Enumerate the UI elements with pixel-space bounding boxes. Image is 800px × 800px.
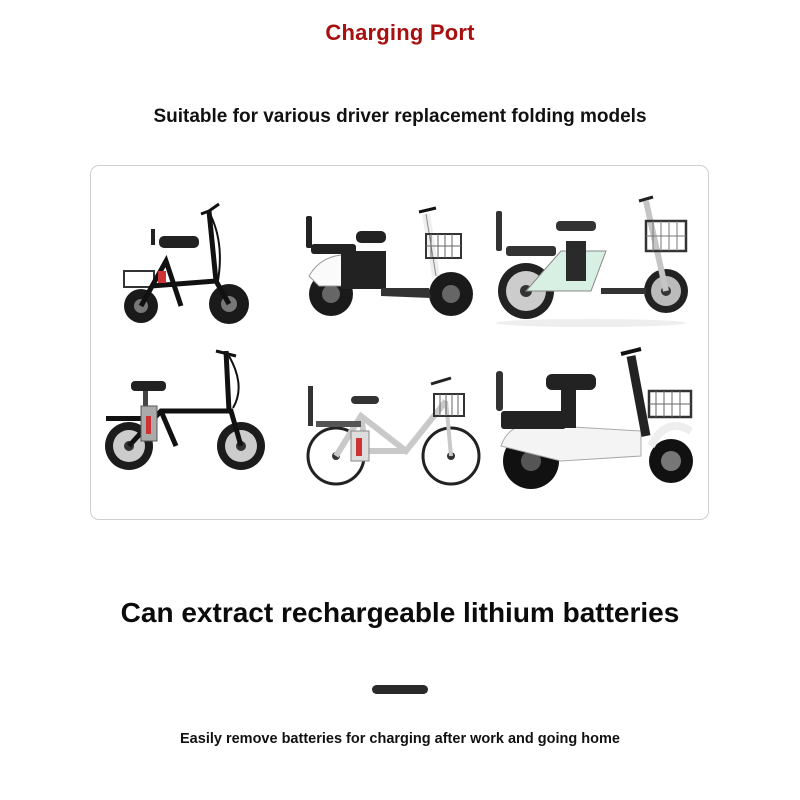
section-divider-bar bbox=[372, 685, 428, 694]
ebike-models-gallery bbox=[90, 165, 709, 520]
ebike-image-black-folding bbox=[105, 349, 265, 470]
ebike-image-green-basket bbox=[496, 195, 688, 327]
page-subtitle: Suitable for various driver replacement … bbox=[153, 106, 647, 127]
headline-lithium-batteries: Can extract rechargeable lithium batteri… bbox=[120, 597, 680, 628]
ebike-image-silver-city bbox=[306, 376, 481, 486]
ebike-image-folding-black-basket bbox=[123, 202, 249, 324]
ebike-image-black-white-scooter bbox=[496, 347, 694, 489]
page-title: Charging Port bbox=[325, 20, 475, 45]
caption-remove-batteries: Easily remove batteries for charging aft… bbox=[180, 731, 620, 747]
ebike-image-white-scooter bbox=[306, 206, 473, 316]
